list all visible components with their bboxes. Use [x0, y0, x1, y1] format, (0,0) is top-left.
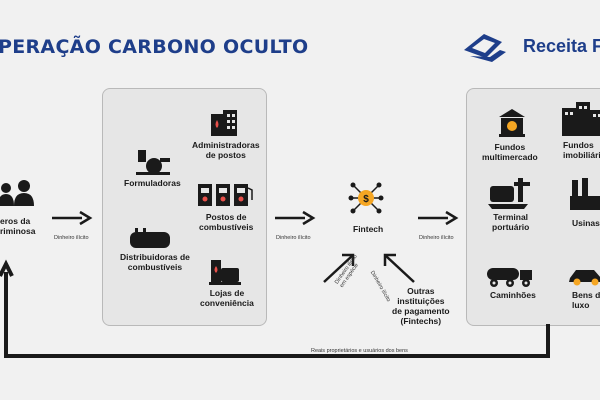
convenience-store-icon — [209, 260, 241, 285]
flow-label-2: Dinheiro ilícito — [276, 235, 311, 241]
distribuidoras-label: Distribuidoras de combustíveis — [120, 252, 190, 272]
luxury-car-icon — [569, 270, 600, 286]
lab-flask-icon — [136, 150, 170, 175]
flow-arrow-2 — [275, 210, 316, 226]
terminal-portuario-label: Terminal portuário — [492, 212, 530, 232]
flow-arrow-1 — [52, 210, 93, 226]
return-flow-label: Reais proprietários e usuários dos bens — [311, 348, 408, 354]
flow-label-3: Dinheiro ilícito — [419, 235, 454, 241]
caminhoes-label: Caminhões — [490, 290, 536, 300]
receita-federal-logo — [464, 34, 506, 62]
receita-logo-icon — [464, 34, 506, 62]
svg-text:$: $ — [363, 194, 369, 205]
bank-building-icon — [499, 109, 525, 137]
flow-label-1: Dinheiro ilícito — [54, 235, 89, 241]
fintech-label: Fintech — [353, 224, 384, 234]
bens-luxo-label: Bens de luxo — [572, 290, 600, 310]
diagonal-arrow-left — [323, 253, 355, 283]
office-building-icon — [211, 110, 237, 136]
fintech-network-icon: $ — [348, 182, 384, 214]
page-title: PERAÇÃO CARBONO OCULTO — [0, 36, 309, 58]
people-group-icon — [0, 180, 34, 206]
tanker-truck-icon — [487, 268, 532, 287]
port-terminal-icon — [488, 178, 530, 209]
diagonal-arrow-right — [383, 253, 415, 283]
lojas-label: Lojas de conveniência — [200, 288, 254, 308]
formuladoras-label: Formuladoras — [124, 178, 181, 188]
apartment-buildings-icon — [562, 102, 600, 136]
return-loop-arrow — [0, 259, 550, 358]
flow-arrow-3 — [418, 210, 459, 226]
administradoras-label: Administradoras de postos — [192, 140, 260, 160]
postos-label: Postos de combustíveis — [199, 212, 254, 232]
power-plant-icon — [570, 178, 600, 210]
gas-pumps-icon — [198, 184, 253, 206]
usinas-label: Usinas — [572, 218, 600, 228]
outras-instituicoes-label: Outras instituições de pagamento (Fintec… — [392, 286, 450, 326]
fundos-multimercado-label: Fundos multimercado — [482, 142, 538, 162]
fuel-tank-icon — [130, 228, 170, 248]
fuel-sector-box — [102, 88, 267, 326]
brand-name: Receita Fed — [523, 36, 600, 56]
criminal-group-label: eros da riminosa — [0, 216, 36, 236]
fundos-imobiliario-label: Fundos imobiliário — [563, 140, 600, 160]
